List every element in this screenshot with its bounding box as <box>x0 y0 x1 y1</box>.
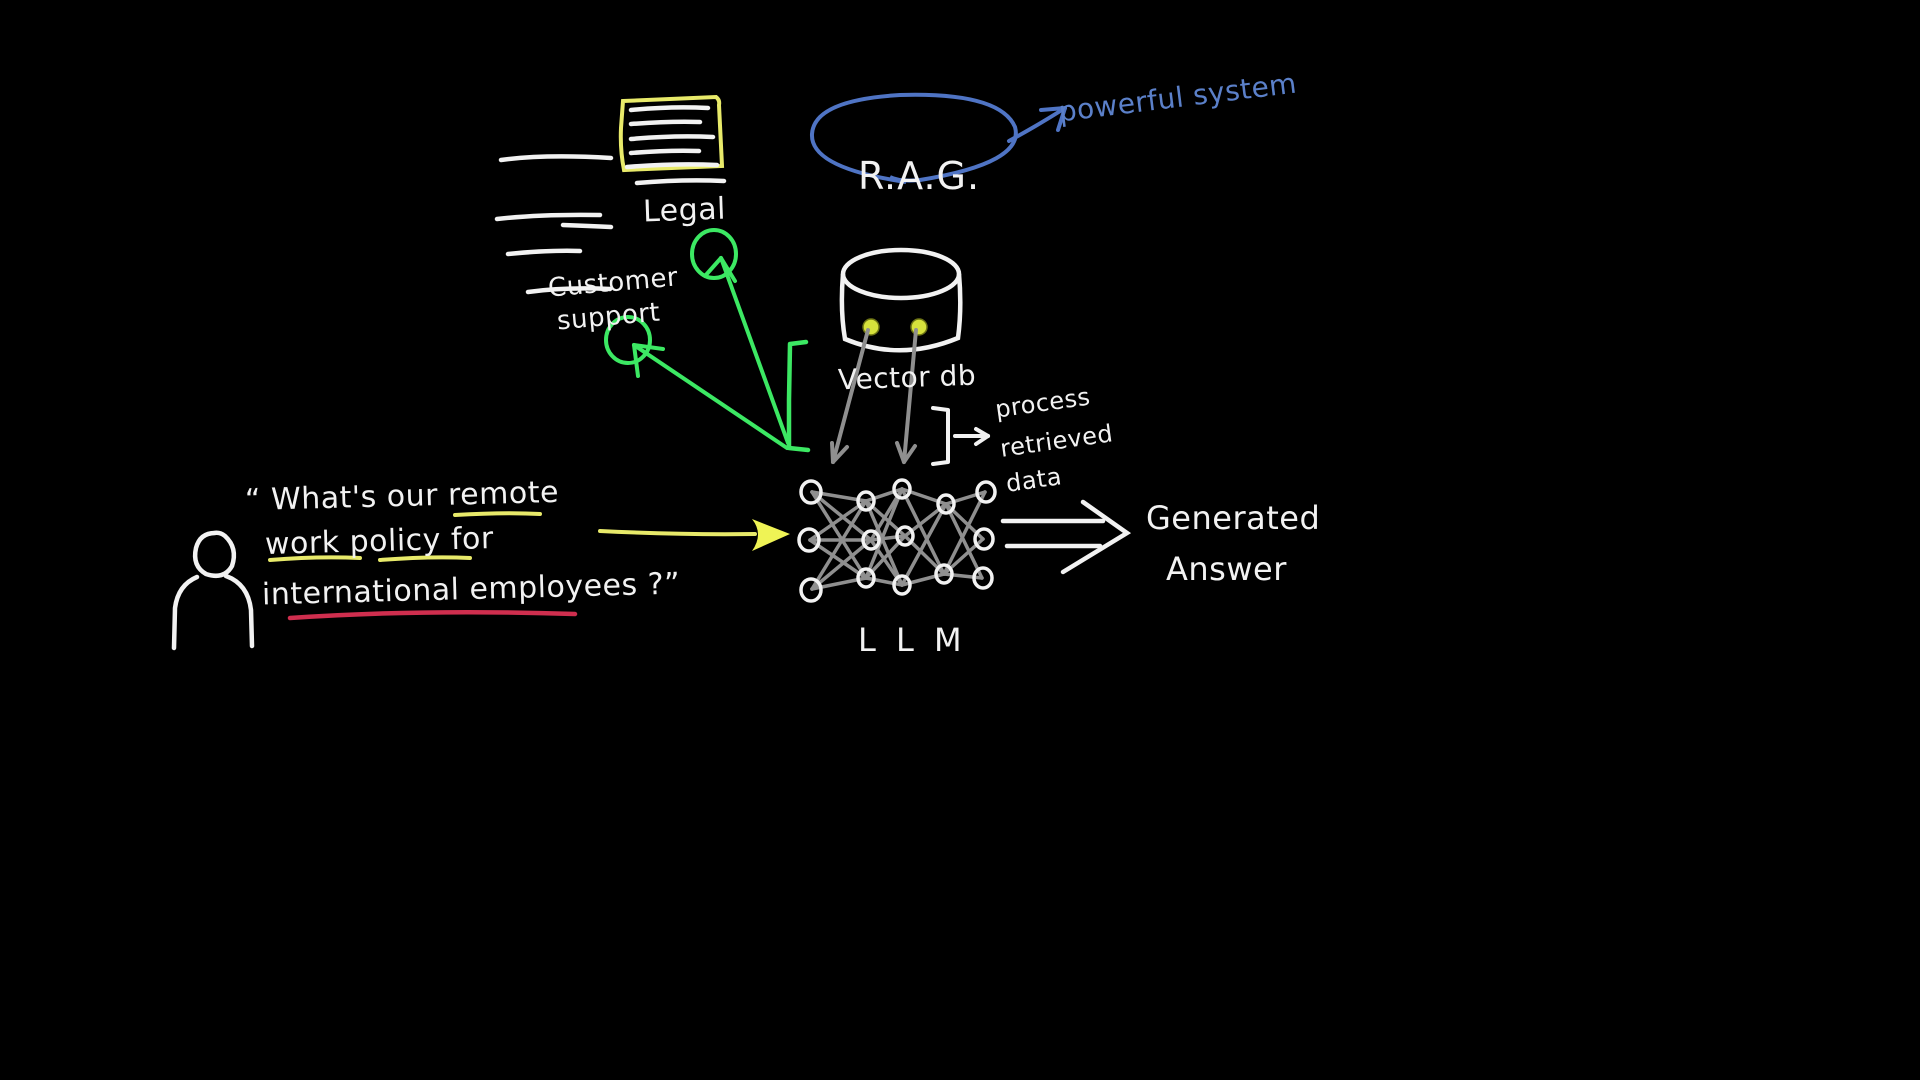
user-avatar-icon <box>171 530 255 651</box>
arrow-rag-to-powerful-system <box>1007 106 1067 143</box>
document-icon <box>618 94 727 186</box>
arrow-question-to-llm <box>598 519 790 551</box>
process-bracket-and-arrow <box>931 406 990 466</box>
rag-ellipse <box>809 92 1018 184</box>
label-generated-answer-line1: Generated <box>1146 499 1321 537</box>
question-line2: work policy for <box>264 521 495 562</box>
label-rag: R.A.G. <box>858 154 981 198</box>
loose-document-lines <box>494 154 614 295</box>
vector-db-cylinder <box>839 247 963 353</box>
retrieval-bracket <box>786 339 811 453</box>
arrows-vectordb-to-llm <box>830 328 918 464</box>
label-generated-answer-line2: Answer <box>1166 550 1287 588</box>
question-underlines <box>268 511 578 621</box>
label-legal: Legal <box>642 191 727 230</box>
arrow-bracket-to-legal <box>690 228 790 445</box>
llm-network <box>797 478 997 603</box>
question-red-underline <box>287 609 578 621</box>
label-llm: L L M <box>858 621 967 659</box>
arrow-bracket-to-customer-support <box>604 315 789 450</box>
llm-nodes <box>797 478 997 603</box>
arrow-llm-to-answer <box>1000 499 1132 575</box>
label-vector-db: Vector db <box>837 358 977 397</box>
